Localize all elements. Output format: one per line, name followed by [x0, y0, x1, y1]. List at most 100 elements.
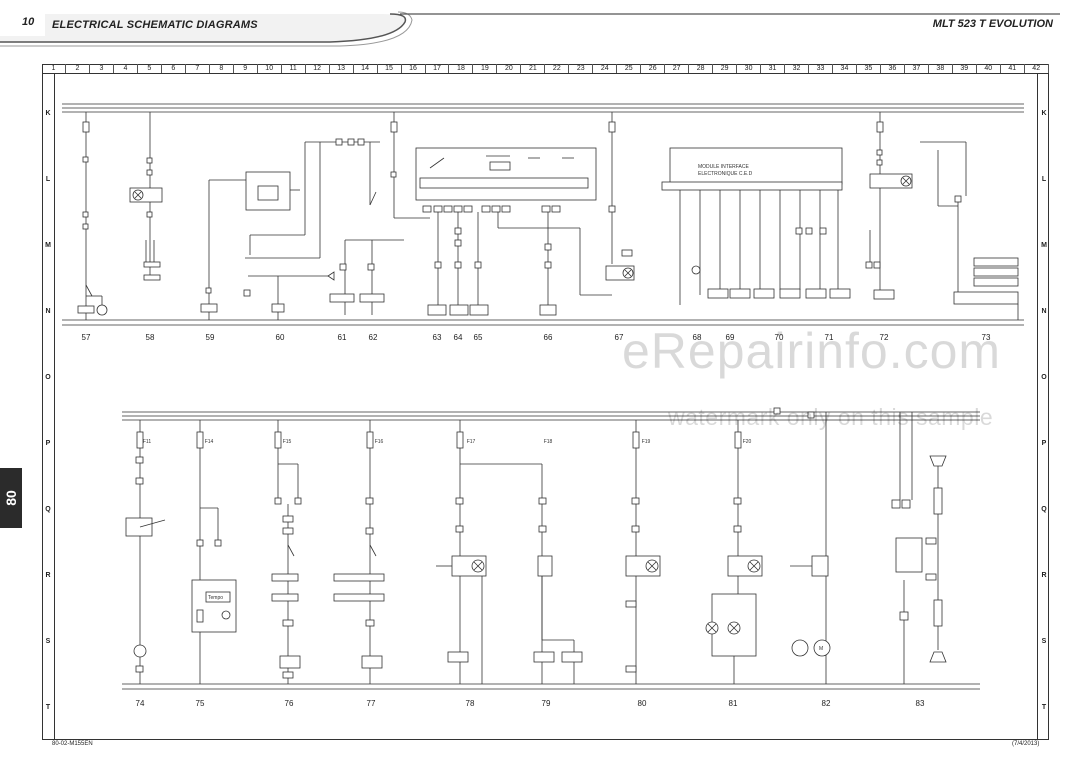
- watermark-sub: watermark only on this sample: [668, 404, 994, 430]
- grid-row-label: L: [1041, 176, 1047, 183]
- grid-column-label: 15: [378, 64, 402, 73]
- grid-column-label: 21: [521, 64, 546, 73]
- motor-label: M: [819, 646, 823, 652]
- grid-column-label: 1: [42, 64, 66, 73]
- grid-row-label: S: [45, 638, 51, 645]
- fuse-label: F15: [283, 439, 292, 445]
- circuit-number: 82: [822, 699, 831, 708]
- grid-column-label: 30: [737, 64, 762, 73]
- circuit-number: 75: [196, 699, 205, 708]
- circuit-number: 69: [726, 333, 735, 342]
- grid-column-label: 5: [138, 64, 162, 73]
- grid-column-label: 31: [761, 64, 786, 73]
- grid-row-label: L: [45, 176, 51, 183]
- grid-column-label: 11: [282, 64, 306, 73]
- page-number: 10: [22, 16, 35, 28]
- grid-row-label: Q: [45, 506, 51, 513]
- tempo-label: Tempo: [208, 595, 223, 601]
- circuit-number: 65: [474, 333, 483, 342]
- grid-row-label: M: [1041, 242, 1047, 249]
- grid-column-label: 32: [785, 64, 809, 73]
- grid-column-label: 10: [258, 64, 282, 73]
- section-tab: 80: [0, 468, 22, 528]
- section-title: ELECTRICAL SCHEMATIC DIAGRAMS: [52, 19, 258, 31]
- circuit-number: 72: [880, 333, 889, 342]
- circuit-number: 76: [285, 699, 294, 708]
- circuit-number: 81: [729, 699, 738, 708]
- grid-column-label: 8: [210, 64, 234, 73]
- module-label-line1: MODULE INTERFACE: [698, 164, 750, 170]
- module-label-line2: ELECTRONIQUE C.E.D: [698, 171, 753, 177]
- grid-column-label: 18: [449, 64, 474, 73]
- grid-column-label: 14: [354, 64, 378, 73]
- grid-row-label: K: [1041, 110, 1047, 117]
- drawing-frame: [42, 64, 1049, 740]
- circuit-number: 73: [982, 333, 991, 342]
- grid-column-label: 37: [905, 64, 929, 73]
- fuse-label: F20: [743, 439, 752, 445]
- grid-column-label: 16: [402, 64, 426, 73]
- grid-column-label: 39: [953, 64, 977, 73]
- fuse-label: F14: [205, 439, 214, 445]
- grid-row-label: P: [45, 440, 51, 447]
- fuse-label: F16: [375, 439, 384, 445]
- grid-row-label: R: [1041, 572, 1047, 579]
- grid-row-label: Q: [1041, 506, 1047, 513]
- document-reference: 80-02-M155EN: [52, 741, 93, 747]
- document-date: (7/4/2013): [1012, 741, 1040, 747]
- grid-column-label: 6: [162, 64, 186, 73]
- grid-column-label: 12: [306, 64, 330, 73]
- grid-row-label: T: [1041, 704, 1047, 711]
- circuit-number: 79: [542, 699, 551, 708]
- grid-column-label: 42: [1025, 64, 1049, 73]
- circuit-number: 61: [338, 333, 347, 342]
- fuse-labels: F11 F14 F15 F16 F17 F18 F19 F20: [143, 439, 752, 445]
- watermark-main: eRepairinfo.com: [622, 323, 1002, 379]
- grid-row-label: N: [45, 308, 51, 315]
- grid-column-label: 20: [497, 64, 522, 73]
- circuit-number: 77: [367, 699, 376, 708]
- fuse-label: F11: [143, 439, 151, 445]
- header-swoosh: [0, 11, 1060, 47]
- circuit-number: 74: [136, 699, 145, 708]
- circuit-number: 67: [615, 333, 624, 342]
- grid-column-label: 3: [90, 64, 114, 73]
- grid-column-label: 2: [66, 64, 90, 73]
- circuit-number: 63: [433, 333, 442, 342]
- circuit-number: 57: [82, 333, 91, 342]
- grid-column-label: 29: [713, 64, 738, 73]
- grid-row-label: N: [1041, 308, 1047, 315]
- grid-row-label: T: [45, 704, 51, 711]
- grid-column-label: 36: [881, 64, 905, 73]
- circuit-number: 70: [775, 333, 784, 342]
- model-name: MLT 523 T EVOLUTION: [932, 18, 1053, 30]
- circuit-number: 62: [369, 333, 378, 342]
- circuit-number: 59: [206, 333, 215, 342]
- grid-column-label: 41: [1001, 64, 1025, 73]
- circuit-number: 66: [544, 333, 553, 342]
- grid-column-label: 40: [977, 64, 1001, 73]
- grid-column-label: 9: [234, 64, 258, 73]
- grid-column-label: 17: [426, 64, 450, 73]
- circuit-number: 64: [454, 333, 463, 342]
- grid-column-label: 35: [857, 64, 881, 73]
- fuse-label: F18: [544, 439, 553, 445]
- grid-column-label: 23: [569, 64, 594, 73]
- grid-row-label: O: [1041, 374, 1047, 381]
- circuit-number: 68: [693, 333, 702, 342]
- grid-column-label: 4: [114, 64, 138, 73]
- grid-column-label: 13: [330, 64, 354, 73]
- grid-column-label: 7: [186, 64, 210, 73]
- circuit-number: 83: [916, 699, 925, 708]
- grid-column-label: 22: [545, 64, 570, 73]
- fuse-label: F17: [467, 439, 476, 445]
- grid-column-label: 26: [641, 64, 666, 73]
- grid-column-label: 25: [617, 64, 642, 73]
- fuse-label: F19: [642, 439, 651, 445]
- grid-row-label: M: [45, 242, 51, 249]
